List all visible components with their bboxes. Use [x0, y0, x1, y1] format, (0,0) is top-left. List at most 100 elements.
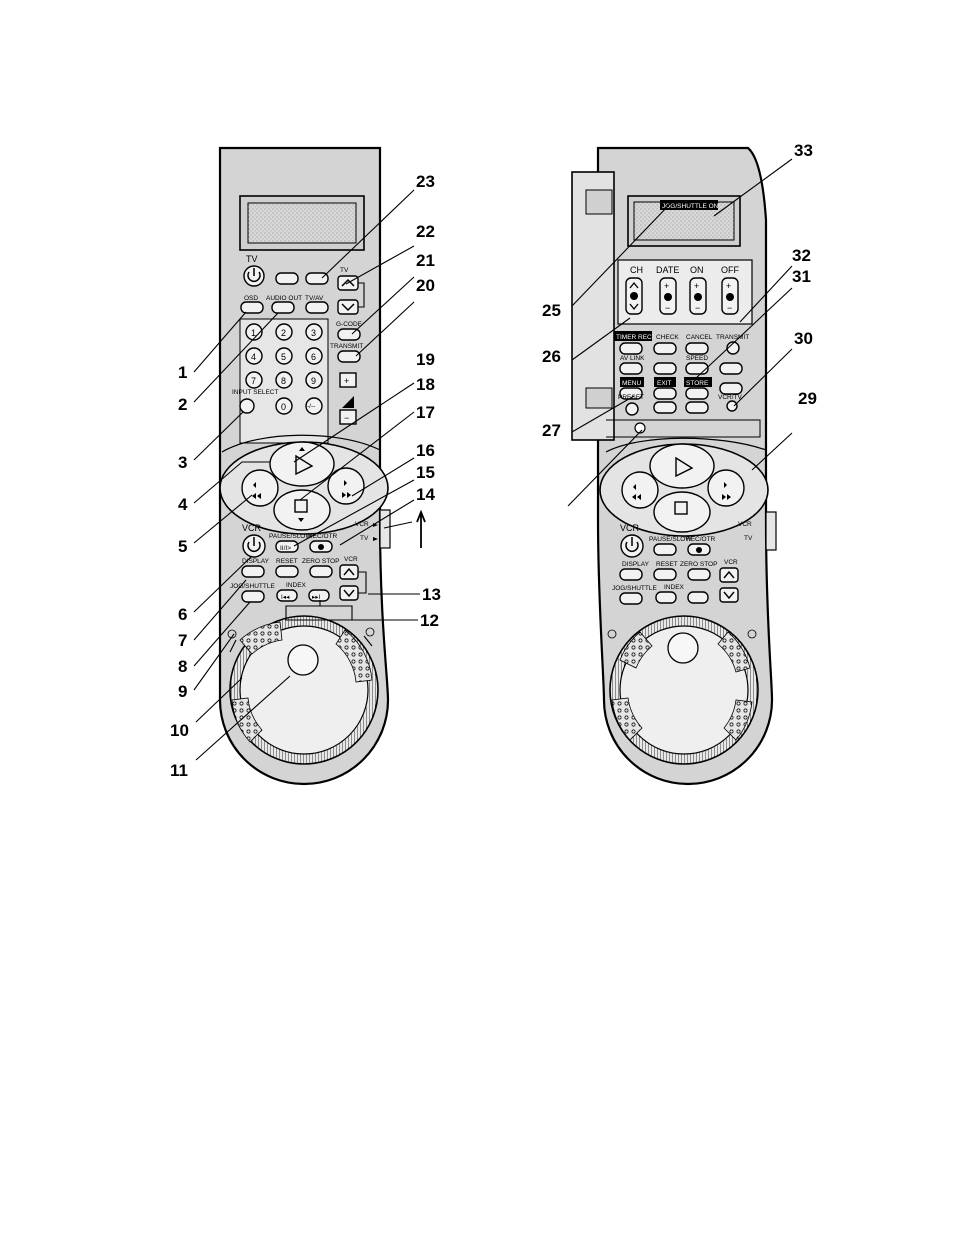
jog-finger-knob[interactable] — [667, 632, 699, 664]
transmit-button[interactable] — [337, 350, 361, 363]
vcr-channel-down-button[interactable] — [719, 587, 739, 603]
num-2-label: 2 — [281, 328, 286, 338]
svg-text:+: + — [726, 281, 731, 291]
fast-forward-button[interactable] — [327, 467, 365, 505]
num-0-button[interactable] — [275, 397, 293, 415]
blank-button-1[interactable] — [653, 362, 677, 375]
callout-27: 27 — [542, 421, 561, 440]
audio-out-button[interactable] — [271, 301, 295, 314]
vcr-ch-label: VCR — [344, 556, 358, 563]
display-button[interactable] — [619, 568, 643, 581]
check-label: CHECK — [656, 334, 679, 341]
lid-hinge — [634, 422, 646, 434]
callout-18: 18 — [416, 375, 435, 394]
num-5-label: 5 — [281, 352, 286, 362]
tv-av-button[interactable] — [305, 301, 329, 314]
input-select-button[interactable] — [239, 398, 255, 414]
svg-text:−: − — [727, 303, 732, 313]
osd-button[interactable] — [240, 301, 264, 314]
num-5-button[interactable] — [275, 347, 293, 365]
speed-button[interactable] — [685, 362, 709, 375]
display-button[interactable] — [241, 565, 265, 578]
callout-16: 16 — [416, 441, 435, 460]
g-code-button[interactable] — [337, 328, 361, 341]
tv-av-label: TV/AV — [305, 295, 324, 302]
jog-shuttle-on-indicator: JOG/SHUTTLE ON — [662, 203, 719, 210]
switch-vcr-label: VCR — [738, 521, 752, 528]
num-1-button[interactable] — [245, 323, 263, 341]
av-link-button[interactable] — [619, 362, 643, 375]
blank-button-3[interactable] — [719, 382, 743, 395]
transmit-button[interactable] — [726, 341, 740, 355]
power-icon — [247, 537, 261, 552]
check-button[interactable] — [653, 342, 677, 355]
jog-finger-knob[interactable] — [287, 644, 319, 676]
vcr-channel-up-button[interactable] — [719, 567, 739, 583]
exit-button[interactable] — [653, 387, 677, 400]
reset-label: RESET — [656, 561, 678, 568]
volume-up-button[interactable] — [339, 372, 357, 388]
num-7-button[interactable] — [245, 371, 263, 389]
play-button[interactable] — [649, 443, 715, 489]
stop-button[interactable] — [273, 489, 331, 531]
index-next-button[interactable] — [308, 589, 330, 602]
vcr-channel-up-button[interactable] — [339, 564, 359, 580]
switch-tv-label: TV — [744, 535, 753, 542]
num-2-button[interactable] — [275, 323, 293, 341]
zero-stop-button[interactable] — [309, 565, 333, 578]
num-4-button[interactable] — [245, 347, 263, 365]
rewind-button[interactable] — [241, 469, 279, 507]
num-9-button[interactable] — [305, 371, 323, 389]
blank-button-2[interactable] — [719, 362, 743, 375]
vcr-tv-slide-switch[interactable] — [379, 509, 391, 549]
svg-text:▸▸I: ▸▸I — [312, 594, 321, 601]
jog-shuttle-dial[interactable] — [609, 615, 759, 765]
jog-shuttle-dial[interactable] — [229, 615, 379, 765]
menu-button[interactable] — [619, 387, 643, 400]
callout-33: 33 — [794, 141, 813, 160]
zero-stop-button[interactable] — [687, 568, 711, 581]
reset-button[interactable] — [653, 568, 677, 581]
num-6-button[interactable] — [305, 347, 323, 365]
num-3-button[interactable] — [305, 323, 323, 341]
vcr-tv-button[interactable] — [726, 400, 738, 412]
vcr-tv-slide-switch[interactable] — [765, 511, 777, 551]
blank-button-5[interactable] — [685, 401, 709, 414]
jog-shuttle-button[interactable] — [619, 592, 643, 605]
vcr-power-label: VCR — [242, 523, 262, 533]
date-label: DATE — [656, 265, 679, 275]
rewind-button[interactable] — [621, 471, 659, 509]
index-prev-button[interactable] — [276, 589, 298, 602]
cancel-button[interactable] — [685, 342, 709, 355]
chevron-down-icon — [343, 589, 355, 598]
callout-21: 21 — [416, 251, 435, 270]
play-button[interactable] — [269, 441, 335, 487]
index-next-button[interactable] — [687, 591, 709, 604]
fast-forward-button[interactable] — [707, 469, 745, 507]
callout-31: 31 — [792, 267, 811, 286]
vcr-channel-down-button[interactable] — [339, 585, 359, 601]
volume-down-button[interactable] — [339, 409, 357, 425]
preset-button[interactable] — [625, 402, 639, 416]
record-icon — [318, 544, 324, 550]
pause-slow-button[interactable] — [275, 540, 299, 553]
blank-button-4[interactable] — [653, 401, 677, 414]
tv-channel-down-button[interactable] — [337, 299, 359, 315]
store-button[interactable] — [685, 387, 709, 400]
jog-shuttle-button[interactable] — [241, 590, 265, 603]
callout-11: 11 — [170, 761, 188, 780]
pause-slow-button[interactable] — [653, 543, 677, 556]
callout-numbers: 1 2 3 4 5 6 7 8 9 10 11 12 13 14 15 16 1… — [170, 141, 817, 780]
top-button-2[interactable] — [305, 272, 329, 285]
index-prev-button[interactable] — [655, 591, 677, 604]
stop-button[interactable] — [653, 491, 711, 533]
callout-32: 32 — [792, 246, 811, 265]
num-8-button[interactable] — [275, 371, 293, 389]
stop-icon — [294, 499, 308, 513]
num-dash-button[interactable] — [305, 397, 323, 415]
reset-button[interactable] — [275, 565, 299, 578]
timer-rec-button[interactable] — [619, 342, 643, 355]
callout-23: 23 — [416, 172, 435, 191]
top-button-1[interactable] — [275, 272, 299, 285]
